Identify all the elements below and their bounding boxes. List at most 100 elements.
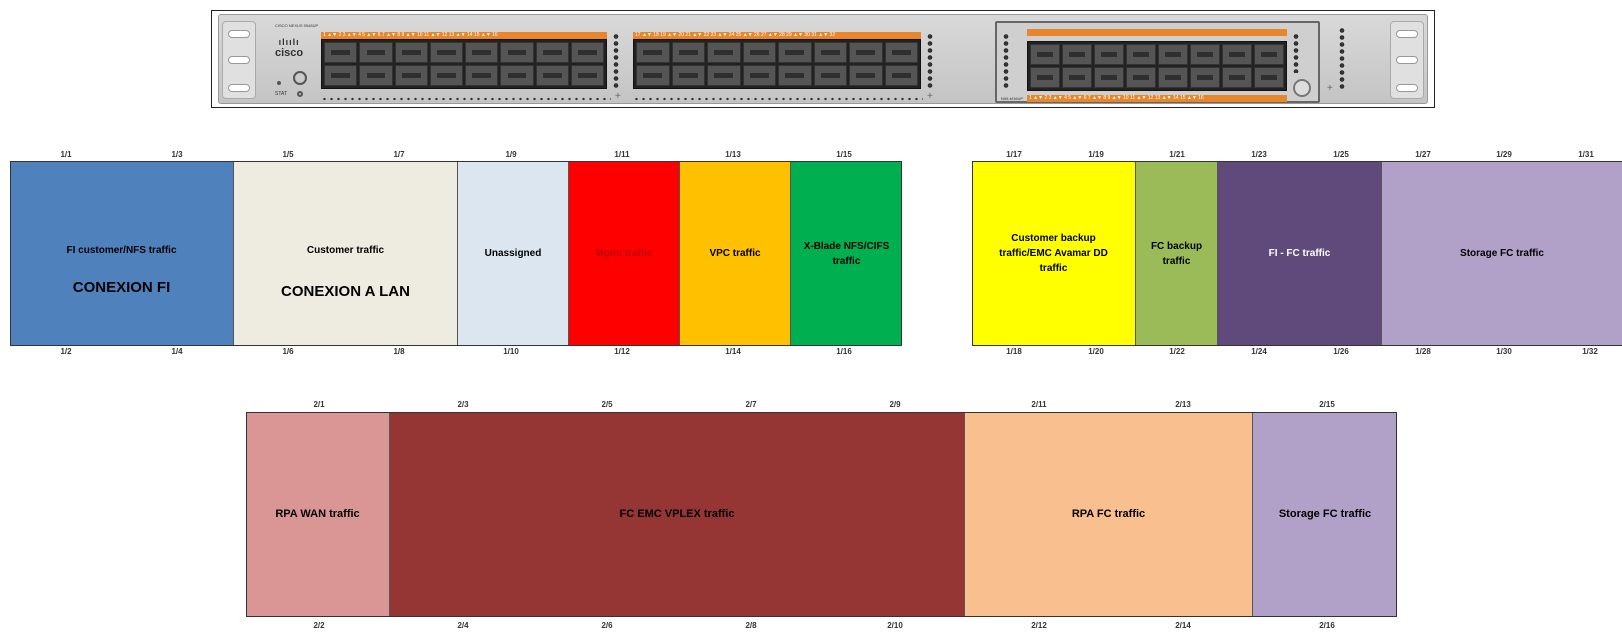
port-label: 2/5 xyxy=(601,400,613,409)
segment-sublabel: CONEXION FI xyxy=(72,279,171,296)
port-group-2 xyxy=(633,39,921,89)
port-label: 1/23 xyxy=(1251,150,1267,159)
switch-model-label: CISCO NEXUS 5548UP xyxy=(275,23,319,28)
segment-label: Unassigned xyxy=(484,248,542,259)
cisco-logo: ılıılı cisco xyxy=(275,37,303,59)
port-label: 1/6 xyxy=(282,347,294,356)
port-label: 1/7 xyxy=(393,150,405,159)
port-map-row1b: Customer backup traffic/EMC Avamar DD tr… xyxy=(972,161,1622,346)
port-label: 1/29 xyxy=(1496,150,1512,159)
port-label: 2/1 xyxy=(313,400,325,409)
port-label: 1/10 xyxy=(503,347,519,356)
segment-xblade: X-Blade NFS/CIFS traffic xyxy=(791,161,902,346)
segment-label: FC EMC VPLEX traffic xyxy=(619,508,735,520)
port-label: 1/12 xyxy=(614,347,630,356)
cisco-logo-bars-icon: ılıılı xyxy=(278,37,300,47)
segment-label: FC backup traffic xyxy=(1150,240,1203,267)
port-label: 1/15 xyxy=(836,150,852,159)
port-label: 1/4 xyxy=(171,347,183,356)
port-label: 2/14 xyxy=(1175,621,1191,630)
switch-illustration: CISCO NEXUS 5548UP ılıılı cisco STAT 1 ▲… xyxy=(211,10,1435,108)
segment-storage-fc: Storage FC traffic xyxy=(1253,412,1397,617)
port-label: 1/25 xyxy=(1333,150,1349,159)
port-label: 1/18 xyxy=(1006,347,1022,356)
port-label: 1/11 xyxy=(614,150,630,159)
port-label: 1/1 xyxy=(60,150,72,159)
segment-fi-fc: FI - FC traffic xyxy=(1218,161,1382,346)
segment-fi-customer: FI customer/NFS traffic CONEXION FI xyxy=(10,161,234,346)
port-label: 1/22 xyxy=(1169,347,1185,356)
port-label: 1/3 xyxy=(171,150,183,159)
port-label-strip-1: 1 ▲▼ 2 3 ▲▼ 4 5 ▲▼ 6 7 ▲▼ 8 9 ▲▼ 10 11 ▲… xyxy=(321,32,607,39)
segment-rpa-wan: RPA WAN traffic xyxy=(246,412,390,617)
segment-label: Customer backup traffic/EMC Avamar DD tr… xyxy=(999,233,1108,274)
port-map-row1a: FI customer/NFS traffic CONEXION FI Cust… xyxy=(10,161,902,346)
segment-customer-traffic: Customer traffic CONEXION A LAN xyxy=(234,161,458,346)
port-label: 2/11 xyxy=(1031,400,1047,409)
segment-label: RPA FC traffic xyxy=(1071,508,1146,520)
segment-label: Customer traffic xyxy=(306,245,385,256)
segment-label: FI customer/NFS traffic xyxy=(66,245,177,256)
segment-label: FI - FC traffic xyxy=(1268,248,1331,259)
segment-customer-backup: Customer backup traffic/EMC Avamar DD tr… xyxy=(972,161,1136,346)
module-model-label: N55-M16UP xyxy=(1001,96,1024,101)
vent-dots-bottom-1 xyxy=(321,97,611,101)
module-vent-dots-right xyxy=(1291,33,1301,73)
port-label: 1/19 xyxy=(1088,150,1104,159)
port-label: 1/31 xyxy=(1578,150,1594,159)
port-label: 2/15 xyxy=(1319,400,1335,409)
port-label: 1/30 xyxy=(1496,347,1512,356)
vent-dots-bottom-2 xyxy=(633,97,923,101)
port-label: 1/21 xyxy=(1169,150,1185,159)
port-label: 2/13 xyxy=(1175,400,1191,409)
port-label: 1/24 xyxy=(1251,347,1267,356)
port-label: 1/5 xyxy=(282,150,294,159)
vent-dots-2 xyxy=(925,33,935,89)
port-label: 1/27 xyxy=(1415,150,1431,159)
vent-dots-3 xyxy=(1337,27,1347,89)
segment-vpc: VPC traffic xyxy=(680,161,791,346)
segment-label: Storage FC traffic xyxy=(1278,508,1372,520)
segment-fc-emc-vplex: FC EMC VPLEX traffic xyxy=(390,412,965,617)
segment-label: Storage FC traffic xyxy=(1460,248,1544,259)
port-label: 2/2 xyxy=(313,621,325,630)
cisco-logo-text: cisco xyxy=(275,47,304,59)
port-label: 2/7 xyxy=(745,400,757,409)
port-label: 2/16 xyxy=(1319,621,1335,630)
port-map-row2: RPA WAN traffic FC EMC VPLEX traffic RPA… xyxy=(246,412,1397,617)
port-group-1 xyxy=(321,39,607,89)
rack-ear-right xyxy=(1390,21,1424,99)
screw-icon: + xyxy=(1327,83,1333,94)
port-label: 2/6 xyxy=(601,621,613,630)
segment-storage-fc: Storage FC traffic xyxy=(1382,161,1622,346)
port-label: 2/3 xyxy=(457,400,469,409)
segment-unassigned: Unassigned xyxy=(458,161,569,346)
port-label: 1/9 xyxy=(505,150,517,159)
port-label: 1/28 xyxy=(1415,347,1431,356)
screw-icon: + xyxy=(927,91,933,102)
port-label: 1/26 xyxy=(1333,347,1349,356)
segment-fc-backup: FC backup traffic xyxy=(1136,161,1218,346)
segment-label: VPC traffic xyxy=(709,248,761,259)
beacon-button-icon xyxy=(293,71,307,85)
segment-mgmt: Mgmt traffic xyxy=(569,161,680,346)
reset-button-icon xyxy=(297,91,303,97)
status-led-icon xyxy=(277,81,281,85)
screw-icon: + xyxy=(615,91,621,102)
port-label: 1/17 xyxy=(1006,150,1022,159)
module-label-strip xyxy=(1027,29,1287,36)
rack-ear-left xyxy=(222,21,256,99)
vent-dots-1 xyxy=(611,33,621,89)
port-label: 2/12 xyxy=(1031,621,1047,630)
module-latch-icon xyxy=(1293,79,1311,97)
port-label: 1/13 xyxy=(725,150,741,159)
port-label: 1/20 xyxy=(1088,347,1104,356)
port-label: 1/2 xyxy=(60,347,72,356)
segment-label: X-Blade NFS/CIFS traffic xyxy=(803,240,890,267)
port-label: 1/32 xyxy=(1582,347,1598,356)
port-label: 1/16 xyxy=(836,347,852,356)
port-label: 2/10 xyxy=(887,621,903,630)
port-label: 2/8 xyxy=(745,621,757,630)
port-label-strip-2: 17 ▲▼ 18 19 ▲▼ 20 21 ▲▼ 22 23 ▲▼ 24 25 ▲… xyxy=(633,32,921,39)
port-label-strip-3: 1 ▲▼ 2 3 ▲▼ 4 5 ▲▼ 6 7 ▲▼ 8 9 ▲▼ 10 11 ▲… xyxy=(1027,95,1287,102)
